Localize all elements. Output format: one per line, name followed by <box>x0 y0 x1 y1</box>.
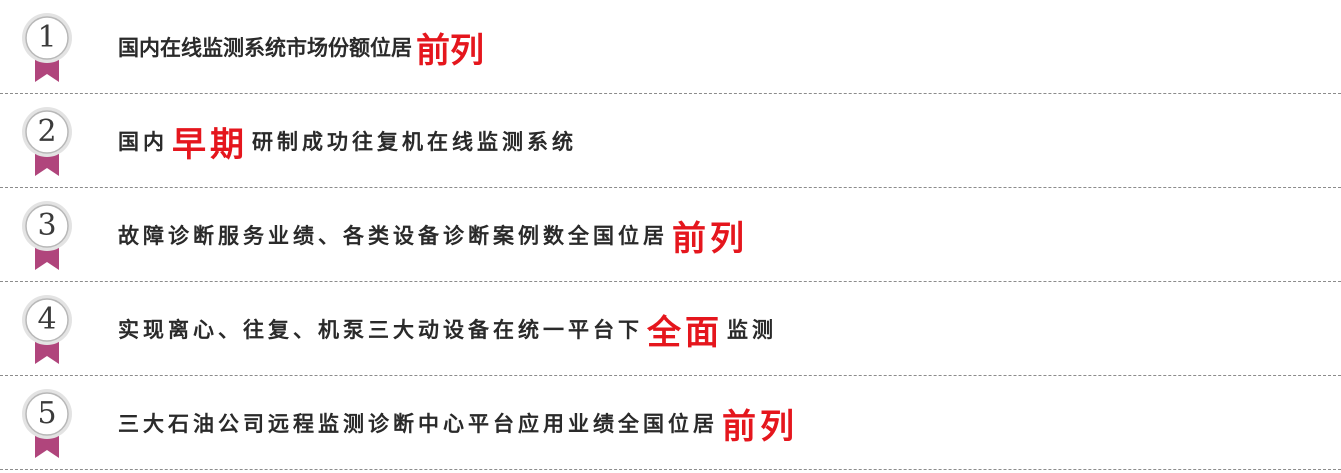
item-highlight: 前列 <box>416 30 484 71</box>
item-text-before: 国内在线监测系统市场份额位居 <box>118 36 412 60</box>
item-number: 3 <box>37 208 57 243</box>
medal-badge-icon: 5 <box>21 388 73 460</box>
item-highlight: 早期 <box>172 124 248 165</box>
item-highlight: 全面 <box>647 312 723 353</box>
dashed-divider <box>0 375 1341 376</box>
list-item: 1 国内在线监测系统市场份额位居 前列 <box>0 0 1341 94</box>
item-text-after: 研制成功往复机在线监测系统 <box>252 130 577 154</box>
item-text: 实现离心、往复、机泵三大动设备在统一平台下 全面 监测 <box>118 282 777 376</box>
item-highlight: 前列 <box>722 406 798 447</box>
list-item: 2 国内 早期 研制成功往复机在线监测系统 <box>0 94 1341 188</box>
medal-badge-icon: 1 <box>21 12 73 84</box>
item-text-before: 故障诊断服务业绩、各类设备诊断案例数全国位居 <box>118 224 668 248</box>
dashed-divider <box>0 469 1341 470</box>
item-text-before: 国内 <box>118 130 168 154</box>
list-item: 3 故障诊断服务业绩、各类设备诊断案例数全国位居 前列 <box>0 188 1341 282</box>
item-text-after: 监测 <box>727 318 777 342</box>
item-text: 国内 早期 研制成功往复机在线监测系统 <box>118 94 577 188</box>
item-text-before: 三大石油公司远程监测诊断中心平台应用业绩全国位居 <box>118 412 718 436</box>
item-number: 4 <box>37 302 57 337</box>
medal-badge-icon: 3 <box>21 200 73 272</box>
item-text-before: 实现离心、往复、机泵三大动设备在统一平台下 <box>118 318 643 342</box>
item-highlight: 前列 <box>672 218 748 259</box>
item-text: 故障诊断服务业绩、各类设备诊断案例数全国位居 前列 <box>118 188 752 282</box>
dashed-divider <box>0 187 1341 188</box>
item-text: 三大石油公司远程监测诊断中心平台应用业绩全国位居 前列 <box>118 376 802 470</box>
dashed-divider <box>0 281 1341 282</box>
medal-badge-icon: 4 <box>21 294 73 366</box>
item-text: 国内在线监测系统市场份额位居 前列 <box>118 0 488 94</box>
dashed-divider <box>0 93 1341 94</box>
list-item: 5 三大石油公司远程监测诊断中心平台应用业绩全国位居 前列 <box>0 376 1341 470</box>
list-item: 4 实现离心、往复、机泵三大动设备在统一平台下 全面 监测 <box>0 282 1341 376</box>
medal-badge-icon: 2 <box>21 106 73 178</box>
item-number: 1 <box>37 20 57 55</box>
item-number: 5 <box>37 396 57 431</box>
item-number: 2 <box>37 114 57 149</box>
